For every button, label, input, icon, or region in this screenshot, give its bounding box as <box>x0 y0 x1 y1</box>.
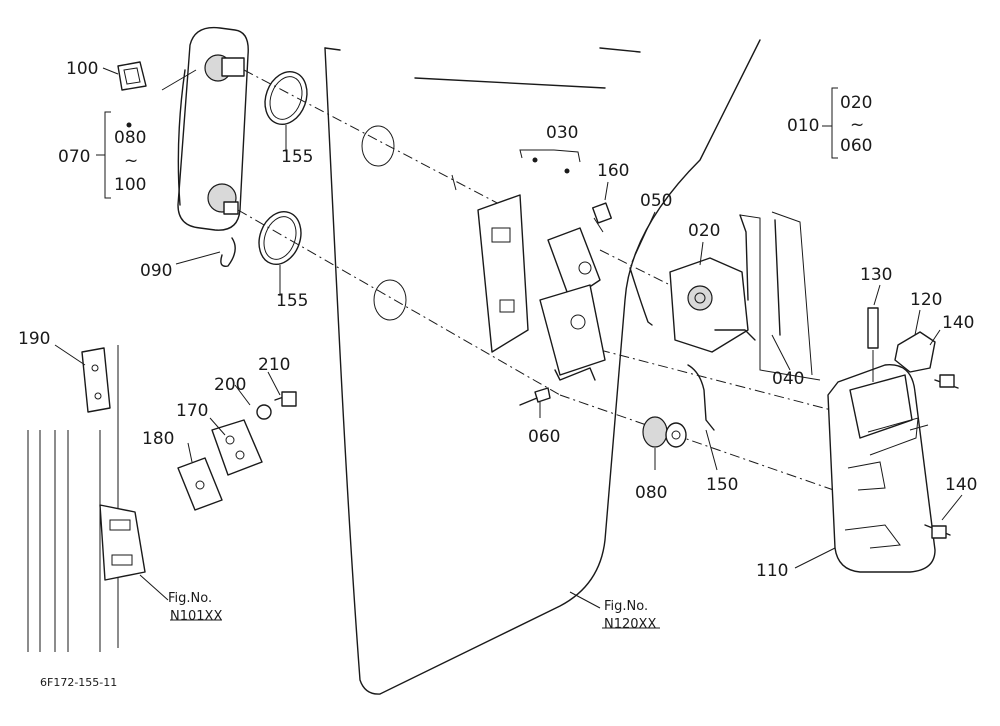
label-155-bottom: 155 <box>276 291 308 311</box>
part-140-screws <box>924 374 959 539</box>
part-labels: 100 080 ~ 100 070 090 155 155 030 160 05… <box>18 59 977 581</box>
part-155-rings <box>258 71 308 265</box>
label-tilde-left: ~ <box>124 151 138 171</box>
drawing-code: 6F172-155-11 <box>40 676 117 689</box>
label-030: 030 <box>546 123 578 143</box>
part-180-plate <box>177 457 223 511</box>
label-tilde-right: ~ <box>850 115 864 135</box>
part-210-bolt <box>274 391 297 407</box>
label-090: 090 <box>140 261 172 281</box>
label-040: 040 <box>772 369 804 389</box>
label-100-range: 100 <box>114 175 146 195</box>
part-060-screw <box>519 387 551 406</box>
fig-label-left: Fig.No. <box>168 591 212 606</box>
outer-handle <box>177 26 249 231</box>
label-060-range: 060 <box>840 136 872 156</box>
part-110-cover <box>827 364 936 573</box>
striker-bracket <box>99 504 146 581</box>
label-060: 060 <box>528 427 560 447</box>
part-200-washer <box>256 404 272 420</box>
label-160: 160 <box>597 161 629 181</box>
part-130-pin <box>867 307 879 382</box>
part-120-block <box>894 331 936 373</box>
label-120: 120 <box>910 290 942 310</box>
label-010: 010 <box>787 116 819 136</box>
label-050: 050 <box>640 191 672 211</box>
label-110: 110 <box>756 561 788 581</box>
label-170: 170 <box>176 401 208 421</box>
centre-lines <box>237 69 921 521</box>
label-210: 210 <box>258 355 290 375</box>
fig-ref-right: N120XX <box>604 617 656 632</box>
label-200: 200 <box>214 375 246 395</box>
door-panel <box>324 39 761 695</box>
part-080-cylinder <box>642 416 687 448</box>
leader-lines <box>54 67 963 629</box>
label-020-range: 020 <box>840 93 872 113</box>
part-090-clip <box>220 237 236 267</box>
part-160-bolt <box>591 202 613 233</box>
part-190-plate <box>81 347 111 413</box>
fig-label-right: Fig.No. <box>604 599 648 614</box>
frame-lines <box>27 345 119 652</box>
figure-references: Fig.No. N101XX Fig.No. N120XX <box>168 591 656 632</box>
part-040-rods <box>739 211 821 381</box>
label-020: 020 <box>688 221 720 241</box>
label-070: 070 <box>58 147 90 167</box>
fig-ref-left: N101XX <box>170 609 222 624</box>
label-180: 180 <box>142 429 174 449</box>
group-brackets <box>96 87 838 199</box>
part-100-washer <box>117 61 147 91</box>
part-020-lock <box>669 257 756 353</box>
part-030-bracket <box>477 194 606 381</box>
label-155-top: 155 <box>281 147 313 167</box>
part-150-rod <box>687 364 715 431</box>
label-100: 100 <box>66 59 98 79</box>
label-080-range: 080 <box>114 128 146 148</box>
label-140-bottom: 140 <box>945 475 977 495</box>
label-190: 190 <box>18 329 50 349</box>
label-150: 150 <box>706 475 738 495</box>
label-080: 080 <box>635 483 667 503</box>
part-050-rod <box>629 267 653 326</box>
label-140-top: 140 <box>942 313 974 333</box>
label-130: 130 <box>860 265 892 285</box>
